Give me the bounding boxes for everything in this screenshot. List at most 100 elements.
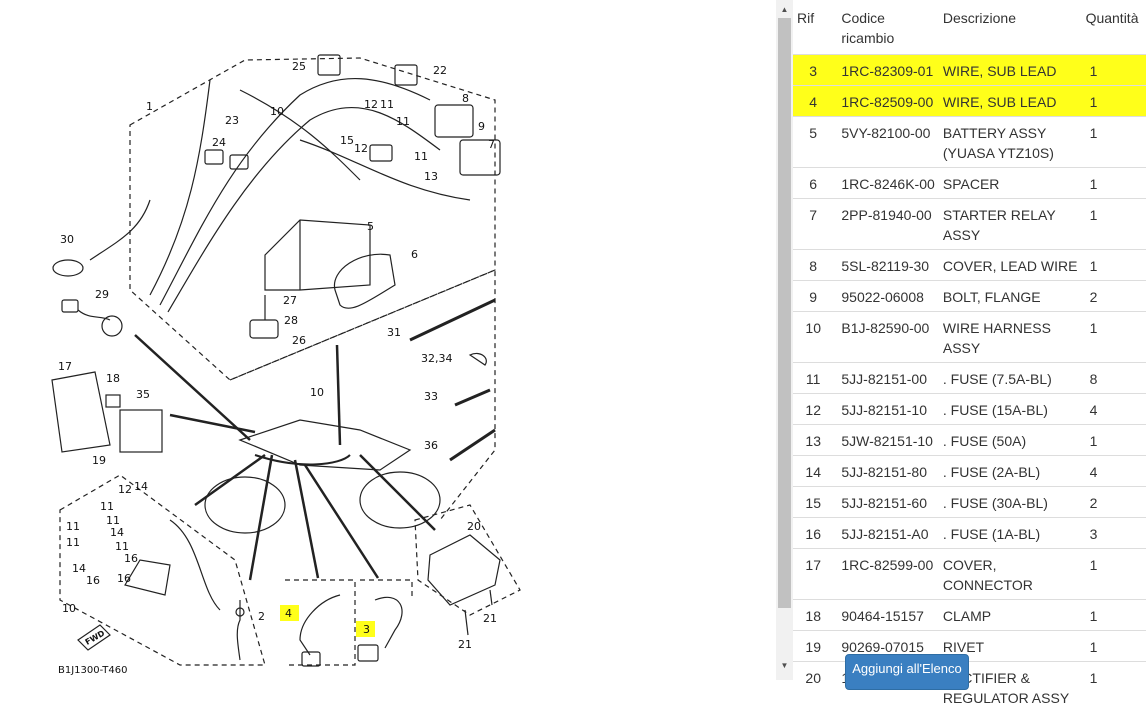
row-quantity: 1 bbox=[1082, 662, 1146, 712]
row-quantity: 2 bbox=[1082, 487, 1146, 518]
row-rif: 3 bbox=[793, 55, 837, 86]
header-description: Descrizione bbox=[939, 0, 1082, 55]
row-quantity: 1 bbox=[1082, 168, 1146, 199]
row-quantity: 1 bbox=[1082, 631, 1146, 662]
row-code: 1RC-8246K-00 bbox=[837, 168, 938, 199]
svg-text:14: 14 bbox=[110, 526, 124, 539]
row-description: . FUSE (30A-BL) bbox=[939, 487, 1082, 518]
row-code: 5JJ-82151-80 bbox=[837, 456, 938, 487]
svg-text:21: 21 bbox=[483, 612, 497, 625]
header-code: Codice ricambio bbox=[837, 0, 938, 55]
row-quantity: 1 bbox=[1082, 250, 1146, 281]
row-code: 1RC-82509-00 bbox=[837, 86, 938, 117]
row-rif: 9 bbox=[793, 281, 837, 312]
row-description: . FUSE (15A-BL) bbox=[939, 394, 1082, 425]
row-description: WIRE, SUB LEAD bbox=[939, 86, 1082, 117]
row-description: CLAMP bbox=[939, 600, 1082, 631]
row-code: 5JJ-82151-60 bbox=[837, 487, 938, 518]
svg-text:23: 23 bbox=[225, 114, 239, 127]
svg-text:9: 9 bbox=[478, 120, 485, 133]
svg-text:6: 6 bbox=[411, 248, 418, 261]
row-code: 95022-06008 bbox=[837, 281, 938, 312]
row-code: 5JW-82151-10 bbox=[837, 425, 938, 456]
row-code: 5VY-82100-00 bbox=[837, 117, 938, 168]
header-rif: Rif bbox=[793, 0, 837, 55]
row-rif: 5 bbox=[793, 117, 837, 168]
row-rif: 7 bbox=[793, 199, 837, 250]
row-rif: 11 bbox=[793, 363, 837, 394]
row-quantity: 1 bbox=[1082, 312, 1146, 363]
row-code: 5JJ-82151-10 bbox=[837, 394, 938, 425]
header-quantity: Quantità bbox=[1082, 0, 1146, 55]
svg-text:31: 31 bbox=[387, 326, 401, 339]
row-rif: 20 bbox=[793, 662, 837, 712]
row-rif: 18 bbox=[793, 600, 837, 631]
row-code: 2PP-81940-00 bbox=[837, 199, 938, 250]
svg-text:5: 5 bbox=[367, 220, 374, 233]
svg-text:18: 18 bbox=[106, 372, 120, 385]
row-quantity: 1 bbox=[1082, 117, 1146, 168]
svg-text:28: 28 bbox=[284, 314, 298, 327]
svg-text:10: 10 bbox=[270, 105, 284, 118]
svg-text:21: 21 bbox=[458, 638, 472, 651]
svg-text:24: 24 bbox=[212, 136, 226, 149]
svg-text:2: 2 bbox=[258, 610, 265, 623]
svg-text:25: 25 bbox=[292, 60, 306, 73]
row-quantity: 3 bbox=[1082, 518, 1146, 549]
svg-text:36: 36 bbox=[424, 439, 438, 452]
row-description: SPACER bbox=[939, 168, 1082, 199]
row-rif: 4 bbox=[793, 86, 837, 117]
svg-text:11: 11 bbox=[66, 536, 80, 549]
svg-text:33: 33 bbox=[424, 390, 438, 403]
svg-text:12: 12 bbox=[354, 142, 368, 155]
svg-text:4: 4 bbox=[285, 607, 292, 620]
row-rif: 13 bbox=[793, 425, 837, 456]
row-code: 5JJ-82151-00 bbox=[837, 363, 938, 394]
svg-text:27: 27 bbox=[283, 294, 297, 307]
add-to-list-button[interactable]: Aggiungi all'Elenco bbox=[845, 654, 969, 690]
scroll-down-icon[interactable]: ▼ bbox=[776, 658, 793, 674]
row-description: COVER, CONNECTOR bbox=[939, 549, 1082, 600]
svg-text:19: 19 bbox=[92, 454, 106, 467]
svg-text:11: 11 bbox=[100, 500, 114, 513]
row-rif: 15 bbox=[793, 487, 837, 518]
scroll-up-icon[interactable]: ▲ bbox=[776, 2, 793, 18]
row-description: . FUSE (2A-BL) bbox=[939, 456, 1082, 487]
row-description: . FUSE (1A-BL) bbox=[939, 518, 1082, 549]
svg-text:16: 16 bbox=[124, 552, 138, 565]
vertical-scrollbar[interactable]: ▲ ▼ bbox=[776, 0, 793, 680]
row-quantity: 1 bbox=[1082, 199, 1146, 250]
svg-text:15: 15 bbox=[340, 134, 354, 147]
svg-text:17: 17 bbox=[58, 360, 72, 373]
parts-table: Rif Codice ricambio Descrizione Quantità… bbox=[793, 0, 1146, 712]
scroll-thumb[interactable] bbox=[778, 18, 791, 608]
svg-text:12: 12 bbox=[118, 483, 132, 496]
diagram-code-label: B1J1300-T460 bbox=[58, 665, 128, 676]
row-description: WIRE, SUB LEAD bbox=[939, 55, 1082, 86]
row-quantity: 1 bbox=[1082, 549, 1146, 600]
row-rif: 19 bbox=[793, 631, 837, 662]
row-quantity: 1 bbox=[1082, 425, 1146, 456]
svg-text:22: 22 bbox=[433, 64, 447, 77]
svg-text:20: 20 bbox=[467, 520, 481, 533]
svg-text:1: 1 bbox=[146, 100, 153, 113]
row-rif: 14 bbox=[793, 456, 837, 487]
